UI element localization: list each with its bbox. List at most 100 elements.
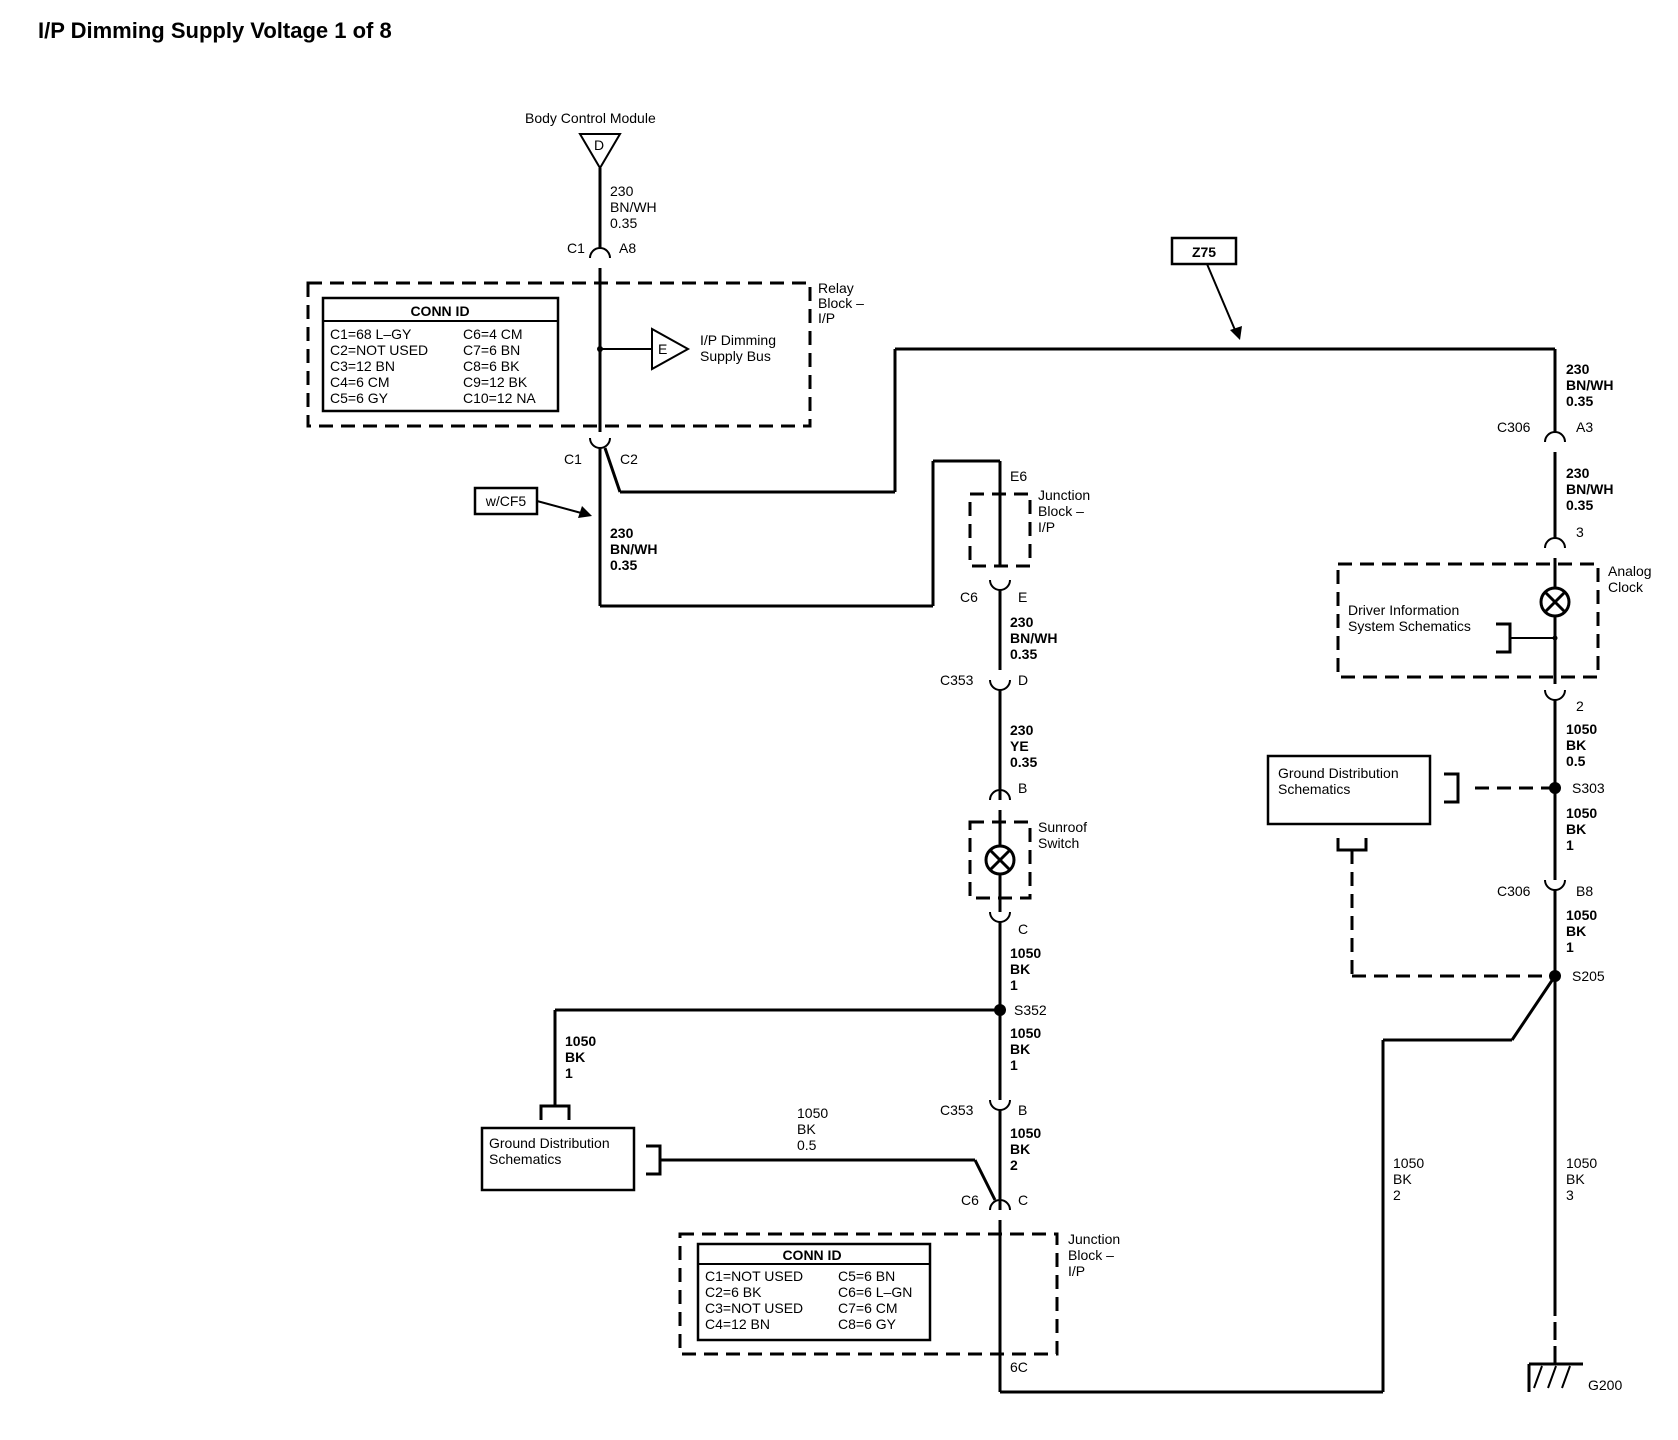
svg-text:0.35: 0.35 [1566, 393, 1593, 409]
wire-label-gnd-left: 1050 BK 0.5 [797, 1105, 828, 1153]
svg-text:System Schematics: System Schematics [1348, 618, 1471, 634]
svg-text:1: 1 [1566, 837, 1574, 853]
ground-dist-right-bottom-bracket [1336, 838, 1368, 852]
pin-c1-bottom: C1 [564, 451, 582, 467]
svg-text:1050: 1050 [1010, 1125, 1041, 1141]
svg-text:Junction: Junction [1068, 1231, 1120, 1247]
wire-label-s205-branch: 1050 BK 2 [1393, 1155, 1424, 1203]
option-wcf5-arrow [536, 500, 586, 515]
svg-text:Supply Bus: Supply Bus [700, 348, 771, 364]
connector-clock-pin3 [1544, 537, 1566, 549]
wire-c2-diagonal [603, 447, 622, 493]
pin-c306-b8: C306 [1497, 883, 1531, 899]
wire-label-c353-out: 230 YE 0.35 [1010, 722, 1037, 770]
svg-text:Schematics: Schematics [489, 1151, 561, 1167]
dis-schematics-label: Driver Information System Schematics [1348, 602, 1471, 634]
ground-dist-right-bracket [1444, 772, 1460, 804]
junction-block-top-label: Junction Block – I/P [1038, 487, 1090, 535]
svg-text:I/P: I/P [818, 310, 835, 326]
svg-text:I/P: I/P [1038, 519, 1055, 535]
svg-text:C4=6 CM: C4=6 CM [330, 374, 390, 390]
svg-text:1050: 1050 [1010, 945, 1041, 961]
connector-c353-d [989, 679, 1011, 691]
svg-text:BN/WH: BN/WH [610, 541, 657, 557]
option-z75-label: Z75 [1192, 244, 1216, 260]
svg-text:Ground Distribution: Ground Distribution [1278, 765, 1399, 781]
svg-text:C7=6 BN: C7=6 BN [463, 342, 520, 358]
svg-text:1050: 1050 [1393, 1155, 1424, 1171]
svg-text:BN/WH: BN/WH [1566, 377, 1613, 393]
svg-text:Block –: Block – [1038, 503, 1084, 519]
connector-c6-e [989, 579, 1011, 591]
ground-dist-left-box [480, 1126, 636, 1192]
pin-a3: A3 [1576, 419, 1593, 435]
svg-text:I/P: I/P [1068, 1263, 1085, 1279]
pin-clock-2: 2 [1576, 698, 1584, 714]
ground-dist-left-right-bracket [646, 1144, 662, 1176]
svg-text:C1=68 L–GY: C1=68 L–GY [330, 326, 412, 342]
svg-text:230: 230 [1566, 465, 1590, 481]
pin-c6-e: C6 [960, 589, 978, 605]
wire-label-s303-down: 1050 BK 1 [1566, 805, 1597, 853]
pin-e: E [1018, 589, 1027, 605]
wire-label-c306b-out: 1050 BK 1 [1566, 907, 1597, 955]
ground-dist-right-box [1266, 754, 1432, 826]
svg-text:1050: 1050 [1566, 721, 1597, 737]
pin-a8: A8 [619, 240, 636, 256]
svg-text:1: 1 [1010, 1057, 1018, 1073]
svg-text:BK: BK [1010, 1041, 1030, 1057]
svg-text:0.35: 0.35 [1010, 754, 1037, 770]
connector-c1-a8 [589, 247, 611, 259]
svg-text:Block –: Block – [1068, 1247, 1114, 1263]
svg-text:C3=12 BN: C3=12 BN [330, 358, 395, 374]
wire-label-sunroof-out: 1050 BK 1 [1010, 945, 1041, 993]
conn-id-table-top: CONN ID C1=68 L–GY C2=NOT USED C3=12 BN … [321, 296, 560, 413]
pin-c353-d: C353 [940, 672, 974, 688]
sunroof-switch-label: Sunroof Switch [1038, 819, 1087, 851]
connector-c353-b [989, 1099, 1011, 1111]
lamp-icon-clock [1539, 586, 1571, 618]
splice-s352-label: S352 [1014, 1002, 1047, 1018]
pin-c2: C2 [620, 451, 638, 467]
svg-text:1050: 1050 [797, 1105, 828, 1121]
svg-text:BK: BK [797, 1121, 816, 1137]
svg-text:BK: BK [1010, 961, 1030, 977]
pin-c-c6: C [1018, 1192, 1028, 1208]
option-z75-box [1170, 236, 1238, 266]
svg-text:230: 230 [1566, 361, 1590, 377]
connector-c1-c2 [589, 437, 611, 449]
wire-label-c353b-out: 1050 BK 2 [1010, 1125, 1041, 1173]
ground-dist-right-label: Ground Distribution Schematics [1278, 765, 1399, 797]
splice-s205-label: S205 [1572, 968, 1605, 984]
pin-c6-c: C6 [961, 1192, 979, 1208]
option-wcf5-label: w/CF5 [485, 493, 527, 509]
svg-text:Ground Distribution: Ground Distribution [489, 1135, 610, 1151]
svg-text:C8=6 BK: C8=6 BK [463, 358, 520, 374]
lamp-icon-sunroof [984, 844, 1016, 876]
svg-text:1050: 1050 [1566, 907, 1597, 923]
relay-block-label: Relay Block – I/P [818, 280, 864, 326]
ground-icon [1527, 1346, 1583, 1392]
svg-text:0.35: 0.35 [1566, 497, 1593, 513]
svg-text:C2=6 BK: C2=6 BK [705, 1284, 762, 1300]
dis-bracket [1496, 622, 1512, 654]
connector-c6-c [989, 1199, 1011, 1211]
svg-text:0.35: 0.35 [1010, 646, 1037, 662]
svg-text:CONN ID: CONN ID [782, 1247, 841, 1263]
bcm-label: Body Control Module [525, 110, 656, 126]
svg-text:Switch: Switch [1038, 835, 1079, 851]
svg-text:C9=12 BK: C9=12 BK [463, 374, 528, 390]
svg-text:1: 1 [1566, 939, 1574, 955]
wire-label-z75-top: 230 BN/WH 0.35 [1566, 361, 1613, 409]
pin-c1-top: C1 [567, 240, 585, 256]
connector-sunroof-b [989, 789, 1011, 801]
junction-block-bottom-label: Junction Block – I/P [1068, 1231, 1120, 1279]
pin-b-sunroof: B [1018, 780, 1027, 796]
bcm-connector-triangle [578, 133, 622, 170]
svg-text:1050: 1050 [1566, 1155, 1597, 1171]
svg-text:Schematics: Schematics [1278, 781, 1350, 797]
ground-label: G200 [1588, 1377, 1622, 1393]
svg-text:YE: YE [1010, 738, 1029, 754]
svg-text:BK: BK [1566, 821, 1586, 837]
ground-dist-left-label: Ground Distribution Schematics [489, 1135, 610, 1167]
